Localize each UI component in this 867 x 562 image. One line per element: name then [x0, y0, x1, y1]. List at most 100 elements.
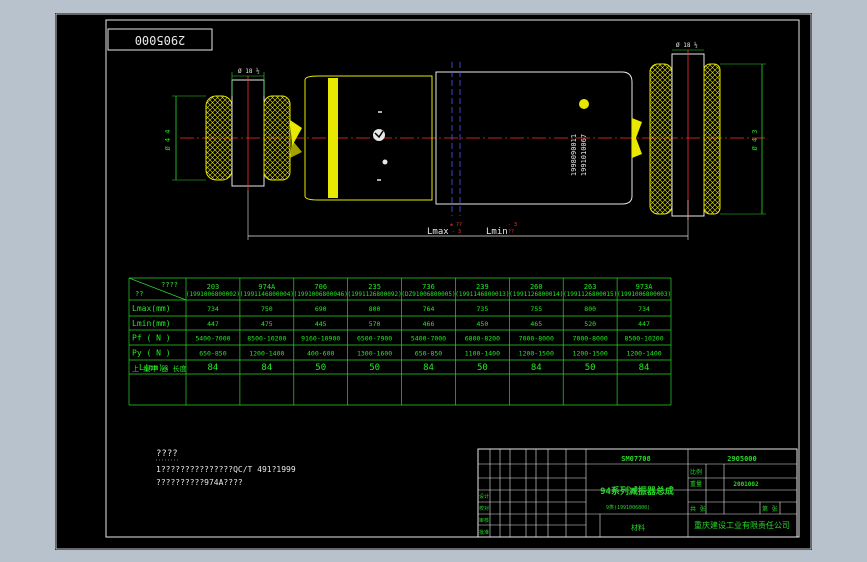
left-eye-bushing — [205, 76, 302, 190]
row-label: L(mm) — [139, 363, 163, 372]
column-code: (1991006800003) — [617, 291, 671, 298]
column-model: 736 — [422, 283, 435, 291]
table-gridline — [128, 277, 187, 301]
drawing-name: 94系列减振器总成 — [600, 485, 674, 497]
lmax-tolerance: ± ?? — [450, 222, 462, 228]
drawing-sheet — [55, 13, 812, 550]
column-code: (1991126800092) — [348, 291, 402, 298]
dust-cover — [304, 75, 433, 201]
svg-text:- 3: - 3 — [452, 229, 461, 235]
spec-table: ??????203(1991006800002)974A(19911468000… — [128, 277, 672, 406]
cylinder-code-2: 1991010067 — [580, 134, 588, 176]
drawing-number: 2905000 — [135, 33, 186, 47]
table-cell: 5400-7000 — [195, 335, 230, 343]
sheet-count: 共 张 — [690, 505, 706, 513]
sub-code: 9类(1991006800) — [606, 504, 650, 511]
table-cell: 1100-1400 — [465, 350, 500, 358]
table-cell: 735 — [477, 305, 489, 313]
table-cell: 570 — [369, 320, 381, 328]
table-cell: 400-600 — [307, 350, 334, 358]
table-cell: 1200-1500 — [519, 350, 554, 358]
column-code: (1991126800015) — [563, 291, 617, 298]
notes-line-2: ??????????974A???? — [156, 478, 243, 487]
table-cell: 84 — [208, 363, 219, 373]
table-cell: 8500-10200 — [624, 335, 663, 343]
left-vertical-dim: Ø 4 4 — [164, 129, 172, 150]
row-label: Lmax(mm) — [132, 304, 171, 313]
table-corner-top: ???? — [161, 281, 178, 289]
company-name: 重庆建设工业有限责任公司 — [694, 520, 790, 530]
audit-label: 审核 — [479, 517, 489, 524]
column-model: 706 — [314, 283, 327, 291]
table-cell: 50 — [477, 363, 488, 373]
right-width-dimension: Ø 18 ½ — [672, 42, 704, 51]
column-code: (1991146800013) — [455, 291, 509, 298]
table-cell: 50 — [369, 363, 380, 373]
right-eye-bushing — [649, 50, 721, 220]
title-code-right: 2905000 — [727, 455, 757, 463]
column-model: 239 — [476, 283, 489, 291]
table-cell: 1300-1600 — [357, 350, 392, 358]
table-cell: 690 — [315, 305, 327, 313]
outer-border — [55, 13, 812, 550]
approve-label: 批准 — [479, 529, 489, 536]
right-height-dimension: Ø 4 3 — [720, 63, 766, 215]
notes-heading: ???? — [156, 449, 178, 459]
length-dimensions: Lmax ± ?? - 3 Lmin - 3 ?? — [247, 190, 689, 240]
table-cell: 475 — [261, 320, 273, 328]
date-code: 2001002 — [733, 481, 759, 488]
column-model: 203 — [207, 283, 220, 291]
notes-line-1: 1???????????????QC/T 491?1999 — [156, 465, 296, 474]
table-cell: 800 — [369, 305, 381, 313]
check-label: 校对 — [479, 505, 489, 512]
material-label: 材料 — [631, 523, 645, 532]
table-cell: 84 — [639, 363, 650, 373]
column-code: (DZ91006800005) — [401, 291, 455, 298]
top-right-dim: Ø 18 ½ — [676, 42, 698, 49]
column-code: (1991006800046) — [294, 291, 348, 298]
table-cell: 84 — [261, 363, 272, 373]
left-width-dimension: Ø 18 ½ — [231, 68, 265, 96]
column-code: (1991126800014) — [509, 291, 563, 298]
table-cell: 650-850 — [199, 350, 226, 358]
table-cell: 466 — [423, 320, 435, 328]
table-cell: 445 — [315, 320, 327, 328]
column-model: 263 — [584, 283, 597, 291]
table-cell: 450 — [477, 320, 489, 328]
lmin-tolerance: - 3 — [508, 222, 517, 228]
technical-notes: ???? 1???????????????QC/T 491?1999 ?????… — [156, 449, 296, 487]
drawing-number-box: 2905000 — [107, 28, 213, 51]
row-label: 上 缓冲 器 长度 — [132, 364, 187, 373]
table-cell: 1200-1500 — [573, 350, 608, 358]
table-cell: 84 — [531, 363, 542, 373]
sheet-number: 第 张 — [762, 505, 778, 513]
table-cell: 734 — [207, 305, 219, 313]
row-label: Lmin(mm) — [132, 319, 171, 328]
rotation-symbol — [579, 99, 589, 109]
top-left-dim: Ø 18 ½ — [238, 68, 260, 75]
table-cell: 50 — [585, 363, 596, 373]
table-cell: 6500-7900 — [357, 335, 392, 343]
ratio-label: 比例 — [690, 468, 702, 476]
column-code: (1991146800004) — [240, 291, 294, 298]
table-cell: 755 — [530, 305, 542, 313]
table-cell: 50 — [315, 363, 326, 373]
column-model: 235 — [368, 283, 381, 291]
table-cell: 5400-7000 — [411, 335, 446, 343]
table-cell: 465 — [530, 320, 542, 328]
title-code-left: SM07708 — [621, 455, 651, 463]
row-label: Pf ( N ) — [132, 334, 171, 343]
table-cell: 800 — [584, 305, 596, 313]
svg-text:??: ?? — [508, 229, 514, 235]
cylinder-code-1: 1998090011 — [570, 134, 578, 176]
arrow-symbol — [373, 129, 385, 141]
table-cell: 650-850 — [415, 350, 442, 358]
table-cell: 7000-8000 — [519, 335, 554, 343]
column-model: 973A — [636, 283, 654, 291]
lmax-label: Lmax — [427, 227, 449, 237]
column-model: 260 — [530, 283, 543, 291]
table-cell: 1200-1400 — [626, 350, 661, 358]
shock-absorber-assembly: Ø 4 4 Ø 18 ½ 1998090011 1991010067 — [164, 42, 766, 240]
column-code: (1991006800002) — [186, 291, 240, 298]
left-height-dimension: Ø 4 4 — [164, 95, 206, 181]
